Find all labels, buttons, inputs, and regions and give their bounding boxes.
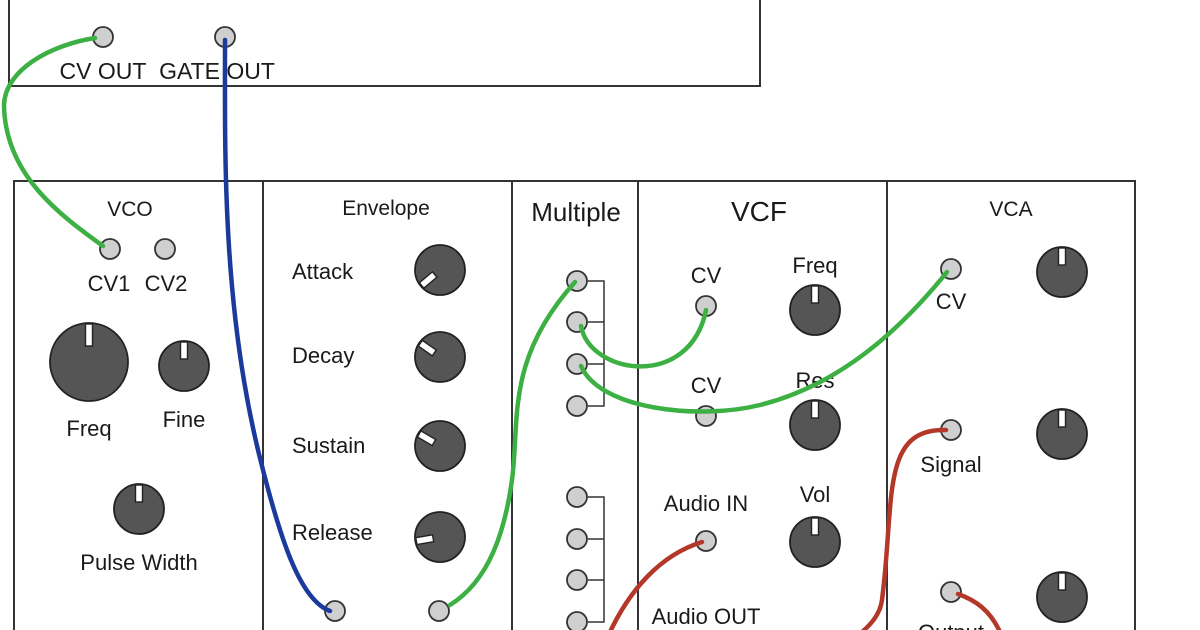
vco-cv1-label: CV1 [88, 271, 131, 296]
vco-panel [13, 180, 264, 630]
vco-fine-label: Fine [163, 407, 206, 432]
vcf-freq-knob[interactable] [789, 284, 841, 336]
cable-cv-out-to-vco-cv1[interactable] [1, 35, 106, 249]
vcf-res-knob-body [789, 399, 841, 451]
multiple-module: Multiple [511, 180, 639, 630]
vco-pulse-width-knob-body [113, 483, 165, 535]
vcf-vol-knob[interactable] [789, 516, 841, 568]
cv-out-label: CV OUT [60, 58, 147, 84]
cable-vca-output[interactable] [955, 591, 1002, 630]
vco-pulse-width-knob[interactable] [113, 483, 165, 535]
multiple-jack-2[interactable] [566, 311, 588, 333]
envelope-output-jack[interactable] [428, 600, 450, 622]
envelope-module: Envelope Attack Decay Sustain Release [262, 180, 513, 630]
envelope-decay-knob[interactable] [414, 331, 466, 383]
cable-audio-to-vcf-in[interactable] [608, 539, 705, 630]
vcf-vol-label: Vol [800, 482, 831, 507]
multiple-jack-4[interactable] [566, 395, 588, 417]
vcf-cv-label-1: CV [691, 263, 722, 288]
multiple-jack-5[interactable] [566, 486, 588, 508]
vcf-res-knob-indicator [810, 400, 820, 419]
envelope-decay-knob-body [414, 331, 466, 383]
multiple-bus-line-upper [588, 280, 605, 407]
sequencer-module: CV OUT GATE OUT [8, 0, 761, 87]
vcf-freq-knob-body [789, 284, 841, 336]
cable-envelope-to-multiple[interactable] [447, 279, 578, 608]
vca-knob-2-indicator [1057, 409, 1067, 428]
vco-module: VCO CV1 CV2 Freq Fine Pulse Width [13, 180, 264, 630]
vcf-freq-label: Freq [792, 253, 837, 278]
vcf-vol-knob-body [789, 516, 841, 568]
vcf-audio-out-label: Audio OUT [652, 604, 761, 629]
vco-freq-label: Freq [66, 416, 111, 441]
cable-gate-out-to-envelope[interactable] [222, 37, 333, 614]
vca-module: VCA CV Signal Output [886, 180, 1136, 630]
vco-freq-knob-indicator [84, 323, 94, 347]
vcf-cv-jack-2[interactable] [695, 405, 717, 427]
vco-pulse-width-label: Pulse Width [80, 550, 197, 575]
cable-multiple-to-vca-cv[interactable] [578, 269, 950, 414]
vca-knob-2[interactable] [1036, 408, 1088, 460]
vca-cv-label: CV [936, 289, 967, 314]
envelope-decay-knob-indicator [417, 339, 438, 357]
multiple-jack-8[interactable] [566, 611, 588, 630]
gate-out-label: GATE OUT [159, 58, 275, 84]
vco-freq-knob[interactable] [49, 322, 129, 402]
vcf-audio-in-label: Audio IN [664, 491, 748, 516]
envelope-attack-label: Attack [292, 259, 354, 284]
vca-output-label: Output [918, 620, 984, 630]
vco-fine-knob-indicator [179, 341, 189, 360]
vcf-freq-knob-indicator [810, 285, 820, 304]
vca-knob-3[interactable] [1036, 571, 1088, 623]
envelope-attack-knob-indicator [418, 270, 438, 290]
vco-pulse-width-knob-indicator [134, 484, 144, 503]
vco-freq-knob-body [49, 322, 129, 402]
vca-knob-1[interactable] [1036, 246, 1088, 298]
vca-knob-3-indicator [1057, 572, 1067, 591]
envelope-decay-label: Decay [292, 343, 354, 368]
vca-panel [886, 180, 1136, 630]
envelope-release-knob[interactable] [414, 511, 466, 563]
vca-signal-label: Signal [920, 452, 981, 477]
envelope-release-label: Release [292, 520, 373, 545]
vco-cv2-jack[interactable] [154, 238, 176, 260]
envelope-release-knob-body [414, 511, 466, 563]
multiple-jack-6[interactable] [566, 528, 588, 550]
vca-knob-1-indicator [1057, 247, 1067, 266]
vco-cv1-jack[interactable] [99, 238, 121, 260]
vca-knob-2-body [1036, 408, 1088, 460]
vca-knob-3-body [1036, 571, 1088, 623]
multiple-title: Multiple [531, 197, 621, 227]
vcf-audio-in-jack[interactable] [695, 530, 717, 552]
vco-title: VCO [107, 198, 153, 221]
vca-output-jack[interactable] [940, 581, 962, 603]
vco-fine-knob[interactable] [158, 340, 210, 392]
envelope-sustain-knob-body [414, 420, 466, 472]
envelope-sustain-label: Sustain [292, 433, 365, 458]
sequencer-panel [8, 0, 761, 87]
vcf-vol-knob-indicator [810, 517, 820, 536]
vca-knob-1-body [1036, 246, 1088, 298]
envelope-panel [262, 180, 513, 630]
envelope-attack-knob[interactable] [414, 244, 466, 296]
multiple-bus-line-lower [588, 496, 605, 623]
patch-cables [1, 35, 1002, 630]
vcf-title: VCF [731, 196, 787, 227]
cable-multiple-to-vcf-freq-cv[interactable] [578, 307, 709, 369]
envelope-sustain-knob-indicator [416, 430, 437, 447]
vco-cv2-label: CV2 [145, 271, 188, 296]
envelope-title: Envelope [342, 197, 430, 220]
vcf-res-knob[interactable] [789, 399, 841, 451]
cable-vcf-out-to-vca-signal[interactable] [860, 427, 949, 630]
vcf-cv-label-2: CV [691, 373, 722, 398]
envelope-release-knob-indicator [414, 533, 435, 546]
vca-title: VCA [989, 198, 1032, 221]
envelope-sustain-knob[interactable] [414, 420, 466, 472]
vco-fine-knob-body [158, 340, 210, 392]
multiple-jack-7[interactable] [566, 569, 588, 591]
